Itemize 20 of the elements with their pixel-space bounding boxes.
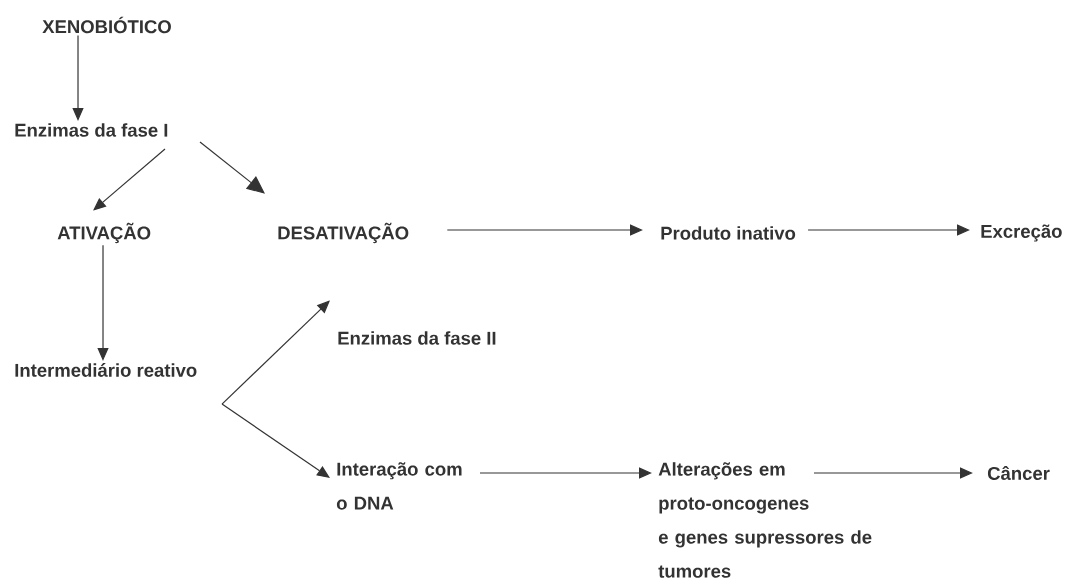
arrow (199, 141, 265, 194)
arrow (446, 224, 643, 236)
arrow (479, 467, 652, 479)
flow-text: Interação com o DNA (336, 462, 462, 510)
flow-text: Enzimas da fase I (15, 123, 168, 137)
flow-text: Câncer (987, 466, 1050, 480)
arrow (72, 34, 84, 121)
flow-text: Alterações em proto-oncogenes e genes supressores de tumores (658, 462, 872, 578)
edge-label: Enzimas da fase II (335, 329, 499, 347)
flow-text: ATIVAÇÃO (57, 222, 151, 244)
flow-text: Excreção (981, 224, 1062, 242)
flow-text: DESATIVAÇÃO (278, 222, 409, 244)
arrow (93, 148, 166, 211)
arrow (221, 403, 330, 478)
flow-text: XENOBIÓTICO (42, 16, 171, 34)
arrow (813, 467, 973, 479)
flow-text: Intermediário reativo (15, 363, 197, 377)
flow-text: Produto inativo (661, 226, 796, 240)
arrow (807, 224, 970, 236)
arrow (221, 300, 330, 405)
